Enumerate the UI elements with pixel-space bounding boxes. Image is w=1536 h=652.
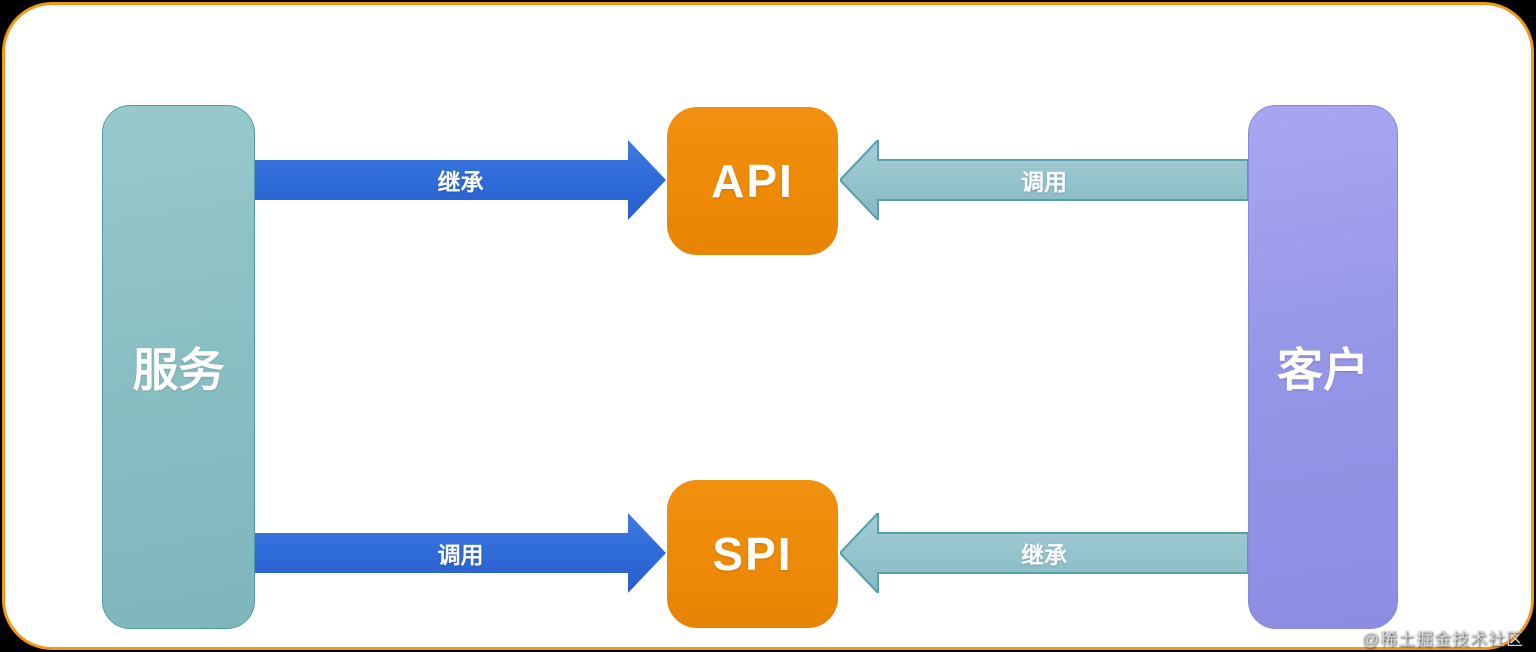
left-arrow-icon	[840, 140, 1248, 220]
edge-label-inherit-top: 继承	[437, 169, 484, 195]
node-client: 客户	[1248, 105, 1398, 629]
edge-client-to-spi: 继承	[840, 513, 1248, 593]
node-service: 服务	[102, 105, 255, 629]
watermark-text: @稀土掘金技术社区	[1361, 630, 1524, 649]
right-arrow-icon	[255, 513, 666, 593]
edge-client-to-api: 调用	[840, 140, 1248, 220]
edge-service-to-spi: 调用	[255, 513, 666, 593]
node-api: API	[667, 107, 838, 255]
edge-service-to-api: 继承	[255, 140, 666, 220]
node-spi: SPI	[667, 480, 838, 628]
edge-label-call-top: 调用	[1021, 169, 1067, 195]
node-api-label: API	[711, 155, 794, 207]
node-spi-label: SPI	[712, 528, 793, 580]
node-service-label: 服务	[132, 344, 225, 396]
node-client-label: 客户	[1277, 344, 1369, 396]
edge-label-call-bottom: 调用	[437, 542, 484, 568]
right-arrow-icon	[255, 140, 666, 220]
edge-label-inherit-bottom: 继承	[1021, 542, 1067, 568]
left-arrow-icon	[840, 513, 1248, 593]
